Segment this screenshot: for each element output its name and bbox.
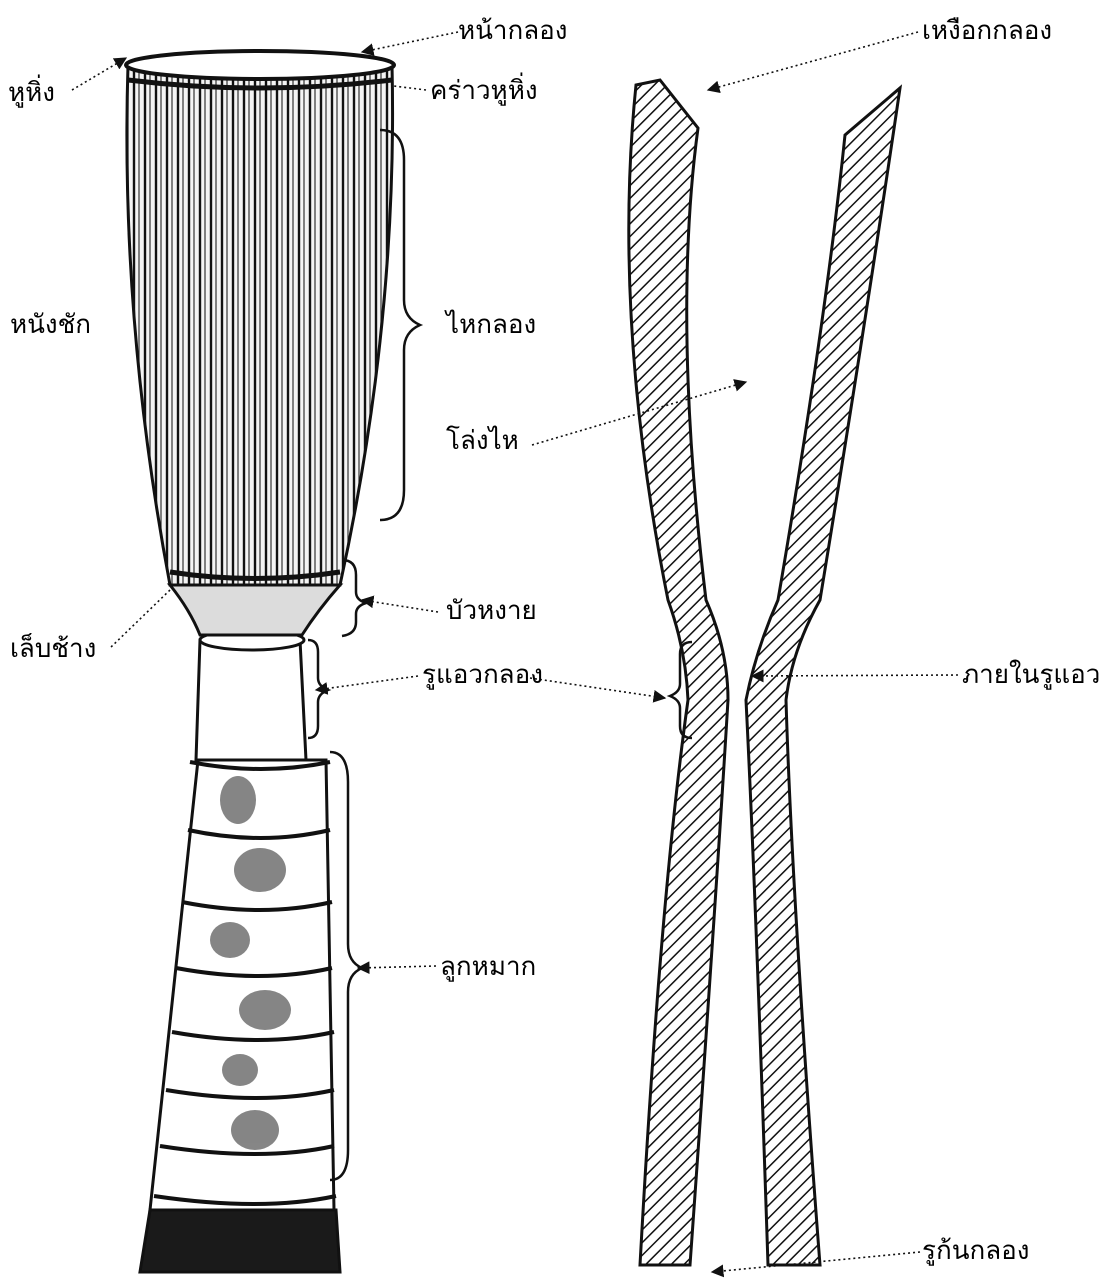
label-hai-klong: ไหกลอง — [446, 312, 536, 338]
label-ru-aeo-klong: รูแอวกลอง — [422, 662, 543, 688]
drum-bua-ngai — [170, 585, 340, 635]
label-bua-ngai: บัวหงาย — [446, 598, 537, 624]
cross-section-left-wall — [629, 80, 728, 1265]
label-khrao-hu-hing: คร่าวหูหิ่ง — [430, 78, 538, 104]
label-nang-chak: หนังชัก — [10, 312, 91, 338]
label-hu-hing: หูหิ่ง — [8, 80, 55, 106]
label-lep-chang: เล็บช้าง — [10, 636, 96, 662]
label-nguak-klong: เหงือกกลอง — [922, 18, 1052, 44]
drum-upper-body — [127, 65, 393, 585]
drum-waist — [196, 640, 306, 760]
drum-cross-section — [629, 80, 900, 1265]
drum-foot — [140, 1210, 340, 1272]
cross-section-right-wall — [746, 88, 900, 1265]
drum-head-rim — [126, 51, 394, 79]
drum-exterior — [126, 51, 394, 1272]
label-phai-nai-ru-aeo: ภายในรูแอว — [962, 662, 1100, 688]
label-long-hai: โล่งไห — [446, 428, 519, 454]
label-drum-head: หน้ากลอง — [458, 18, 568, 44]
label-ru-kon-klong: รูก้นกลอง — [922, 1238, 1029, 1264]
label-luk-mak: ลูกหมาก — [440, 954, 536, 980]
